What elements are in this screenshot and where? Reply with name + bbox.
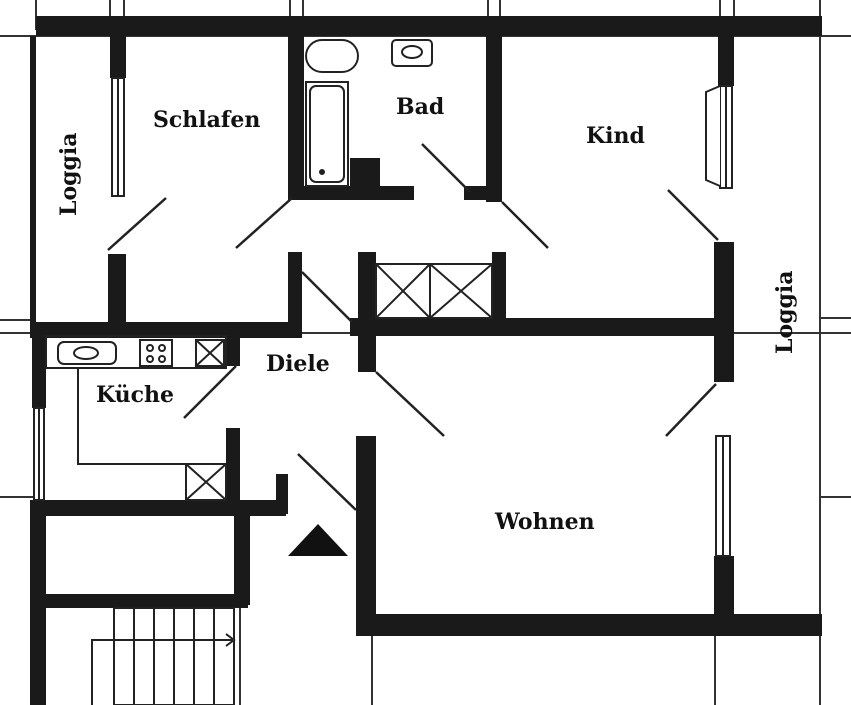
thick-walls <box>30 16 822 705</box>
windows <box>33 77 733 557</box>
room-label-loggia-left: Loggia <box>56 132 82 216</box>
room-label-schlafen: Schlafen <box>153 107 261 133</box>
staircase <box>91 607 236 705</box>
door-swings <box>107 143 719 511</box>
sink <box>57 341 117 365</box>
toilet <box>305 39 359 73</box>
room-label-wohnen: Wohnen <box>495 509 595 535</box>
stove <box>139 339 173 367</box>
room-label-kind: Kind <box>586 123 645 149</box>
washbasin <box>391 39 433 67</box>
room-label-loggia-right: Loggia <box>772 270 798 354</box>
bathtub <box>305 81 349 187</box>
kitchen-fixtures <box>45 335 227 501</box>
bathroom-fixtures <box>305 39 433 187</box>
room-label-kueche: Küche <box>96 382 175 408</box>
kitchen-counter <box>45 335 227 369</box>
room-label-diele: Diele <box>266 351 330 377</box>
closets <box>375 263 493 319</box>
entrance-arrow-icon <box>288 524 348 556</box>
room-label-bad: Bad <box>396 94 445 120</box>
